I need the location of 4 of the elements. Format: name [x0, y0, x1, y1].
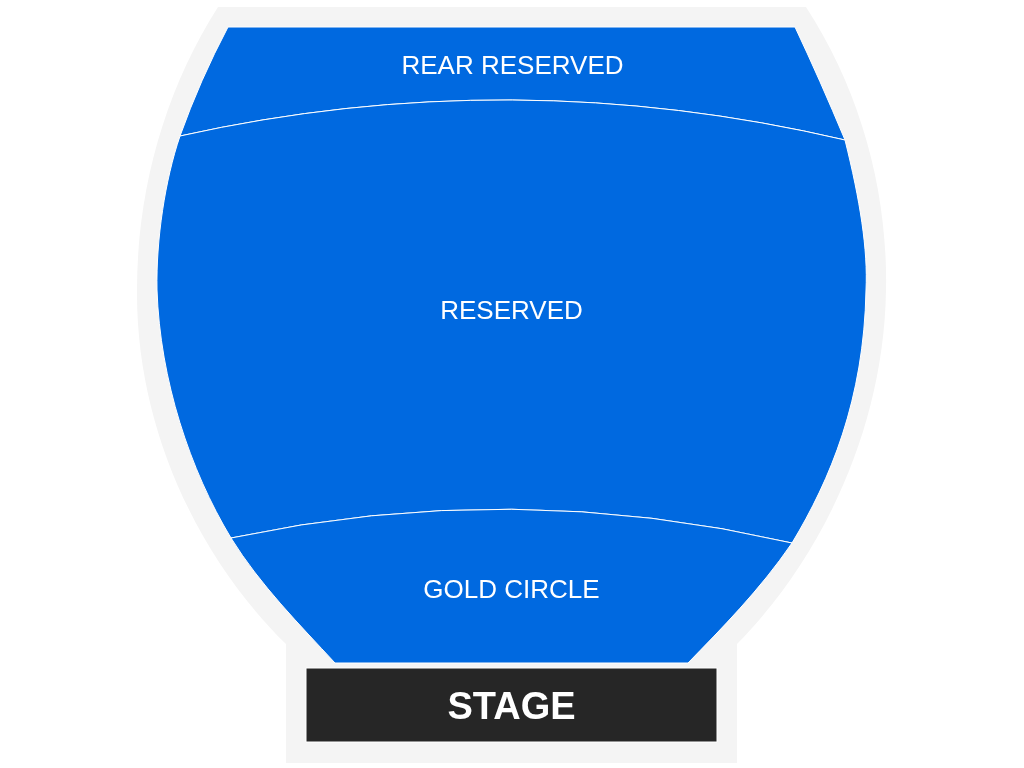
section-label: RESERVED: [440, 297, 583, 323]
section-label: REAR RESERVED: [401, 52, 624, 78]
section-label: STAGE: [447, 687, 576, 725]
section-label: GOLD CIRCLE: [423, 576, 600, 602]
